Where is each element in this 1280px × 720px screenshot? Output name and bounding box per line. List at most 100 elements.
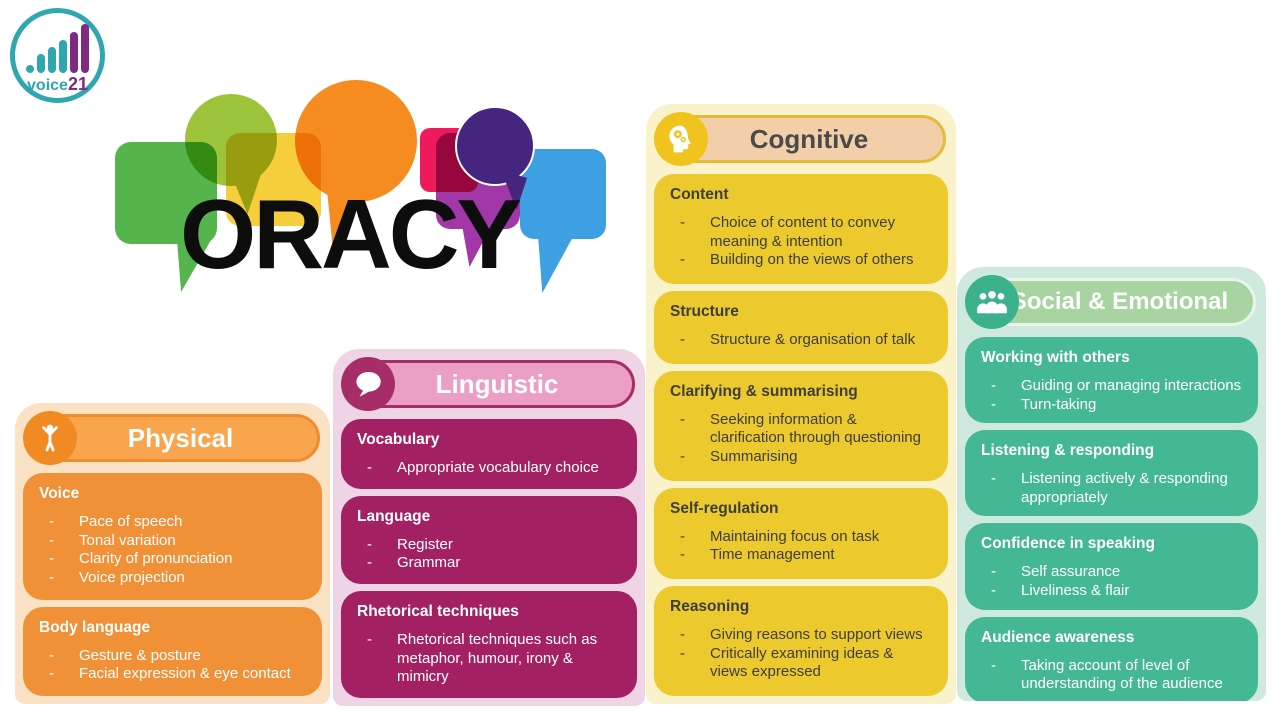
- topic-item: -Building on the views of others: [680, 251, 914, 269]
- topic-item: -Turn-taking: [991, 395, 1097, 413]
- topic-item: -Choice of content to convey meaning & i…: [680, 214, 896, 250]
- head-gears-icon: [654, 112, 708, 166]
- topic-card: Structure -Structure & organisation of ta…: [654, 290, 948, 364]
- topic-item: -Seeking information & clarification thr…: [680, 410, 921, 447]
- topic-item: -Rhetorical techniques such as metaphor,…: [367, 631, 598, 686]
- topic-item-list: -Choice of content to convey meaning & i…: [668, 214, 934, 270]
- topic-item-list: -Pace of speech-Tonal variation-Clarity …: [37, 513, 308, 587]
- topic-item: -Facial expression & eye contact: [49, 665, 291, 683]
- topic-item: -Maintaining focus on task: [680, 527, 880, 545]
- column-header: Cognitive: [654, 112, 948, 166]
- topic-heading: Voice: [39, 485, 80, 502]
- logo-bar: [81, 23, 89, 73]
- topic-item-list: -Guiding or managing interactions-Turn-t…: [979, 377, 1244, 414]
- topic-item: -Register: [367, 535, 453, 553]
- topic-heading: Working with others: [981, 349, 1130, 366]
- topic-heading: Content: [670, 186, 729, 203]
- cards: Content -Choice of content to convey mean…: [654, 174, 948, 696]
- topic-item-list: -Taking account of level of understandin…: [979, 657, 1244, 694]
- topic-heading: Listening & responding: [981, 442, 1155, 460]
- topic-item-list: -Seeking information & clarification thr…: [668, 411, 934, 467]
- voice21-wordmark: voice21: [27, 75, 88, 94]
- poster-title: ORACY: [180, 179, 522, 289]
- topic-item: -Gesture & posture: [49, 646, 201, 664]
- topic-item: -Guiding or managing interactions: [991, 377, 1242, 394]
- topic-item: -Taking account of level of understandin…: [991, 656, 1223, 693]
- column-linguistic: Linguistic Vocabulary -Appropriate vocabu…: [333, 349, 645, 706]
- topic-item: -Voice projection: [49, 568, 185, 586]
- topic-item: -Clarity of pronunciation: [49, 550, 233, 568]
- logo-bar: [48, 46, 56, 73]
- topic-card: Clarifying & summarising -Seeking informa…: [654, 370, 948, 481]
- topic-heading: Self-regulation: [670, 499, 779, 517]
- logo-bar: [26, 64, 34, 73]
- logo-bar: [37, 53, 45, 73]
- speech-bubble-icon: [341, 357, 395, 411]
- voice21-logo: voice21: [10, 8, 105, 103]
- topic-heading: Structure: [670, 302, 739, 320]
- topic-card: Vocabulary -Appropriate vocabulary choice: [341, 419, 637, 489]
- column-physical: Physical Voice -Pace of speech-Tonal vari…: [15, 403, 330, 704]
- topic-item: -Time management: [680, 546, 835, 564]
- column-title: Cognitive: [749, 123, 869, 154]
- topic-item-list: -Self assurance-Liveliness & flair: [979, 563, 1244, 600]
- topic-item: -Summarising: [680, 447, 798, 465]
- column-header: Social & Emotional: [965, 275, 1258, 329]
- topic-card: Language -Register-Grammar: [341, 495, 637, 585]
- column-header: Physical: [23, 411, 322, 465]
- topic-item: -Pace of speech: [49, 513, 183, 530]
- column-header: Linguistic: [341, 357, 637, 411]
- topic-item-list: -Giving reasons to support views-Critica…: [668, 626, 934, 682]
- topic-heading: Rhetorical techniques: [357, 603, 519, 621]
- topic-heading: Body language: [39, 618, 151, 636]
- column-title: Linguistic: [435, 368, 559, 399]
- topic-card: Reasoning-Giving reasons to support view…: [654, 586, 948, 696]
- column-cognitive: Cognitive Content -Choice of content to c…: [646, 104, 956, 704]
- topic-heading: Clarifying & summarising: [670, 382, 858, 400]
- people-group-icon: [965, 275, 1019, 329]
- topic-card: Confidence in speaking -Self assurance-Li…: [965, 523, 1258, 610]
- orange-circle-bubble-icon: [295, 80, 417, 250]
- topic-card: Listening & responding -Listening activel…: [965, 430, 1258, 517]
- topic-heading: Confidence in speaking: [981, 535, 1155, 553]
- topic-item: -Structure & organisation of talk: [680, 330, 916, 348]
- column-pill: Cognitive: [672, 115, 946, 163]
- cards: Vocabulary -Appropriate vocabulary choice…: [341, 419, 637, 698]
- topic-card: Content -Choice of content to convey mean…: [654, 174, 948, 284]
- logo-bar: [59, 39, 67, 73]
- column-title: Social & Emotional: [1010, 288, 1229, 315]
- topic-item: -Critically examining ideas & views expr…: [680, 644, 894, 681]
- topic-item-list: -Gesture & posture-Facial expression & e…: [37, 647, 308, 684]
- topic-item-list: -Rhetorical techniques such as metaphor,…: [355, 631, 623, 687]
- cards: Voice -Pace of speech-Tonal variation-Cla…: [23, 473, 322, 696]
- topic-item: -Grammar: [367, 554, 461, 572]
- logo-bar: [70, 31, 78, 73]
- topic-item: -Self assurance: [991, 563, 1121, 581]
- topic-card: Self-regulation -Maintaining focus on tas…: [654, 487, 948, 580]
- topic-item-list: -Structure & organisation of talk: [668, 331, 934, 350]
- topic-card: Rhetorical techniques -Rhetorical techniq…: [341, 591, 637, 698]
- topic-item: -Giving reasons to support views: [680, 626, 923, 644]
- topic-item: -Tonal variation: [49, 531, 176, 549]
- topic-heading: Language: [357, 507, 431, 525]
- column-pill: Physical: [41, 414, 320, 462]
- topic-item-list: -Appropriate vocabulary choice: [355, 459, 623, 478]
- cards: Working with others -Guiding or managing …: [965, 337, 1258, 701]
- column-title: Physical: [127, 422, 234, 453]
- logo-word: voice: [27, 76, 68, 94]
- column-social-emotional: Social & Emotional Working with others -G…: [957, 267, 1266, 701]
- topic-card: Voice -Pace of speech-Tonal variation-Cla…: [23, 473, 322, 600]
- person-arms-raised-icon: [23, 411, 77, 465]
- topic-heading: Audience awareness: [981, 628, 1135, 646]
- topic-card: Audience awareness -Taking account of lev…: [965, 616, 1258, 701]
- topic-heading: Vocabulary: [357, 431, 440, 448]
- logo-number: 21: [67, 73, 88, 94]
- blue-square-bubble-icon: [520, 149, 606, 293]
- column-pill: Linguistic: [359, 360, 635, 408]
- column-pill: Social & Emotional: [983, 278, 1256, 326]
- topic-item-list: -Register-Grammar: [355, 536, 623, 573]
- topic-item-list: -Listening actively & responding appropr…: [979, 470, 1244, 507]
- topic-item: -Liveliness & flair: [991, 581, 1130, 599]
- dark-purple-circle-bubble-icon: [455, 106, 535, 210]
